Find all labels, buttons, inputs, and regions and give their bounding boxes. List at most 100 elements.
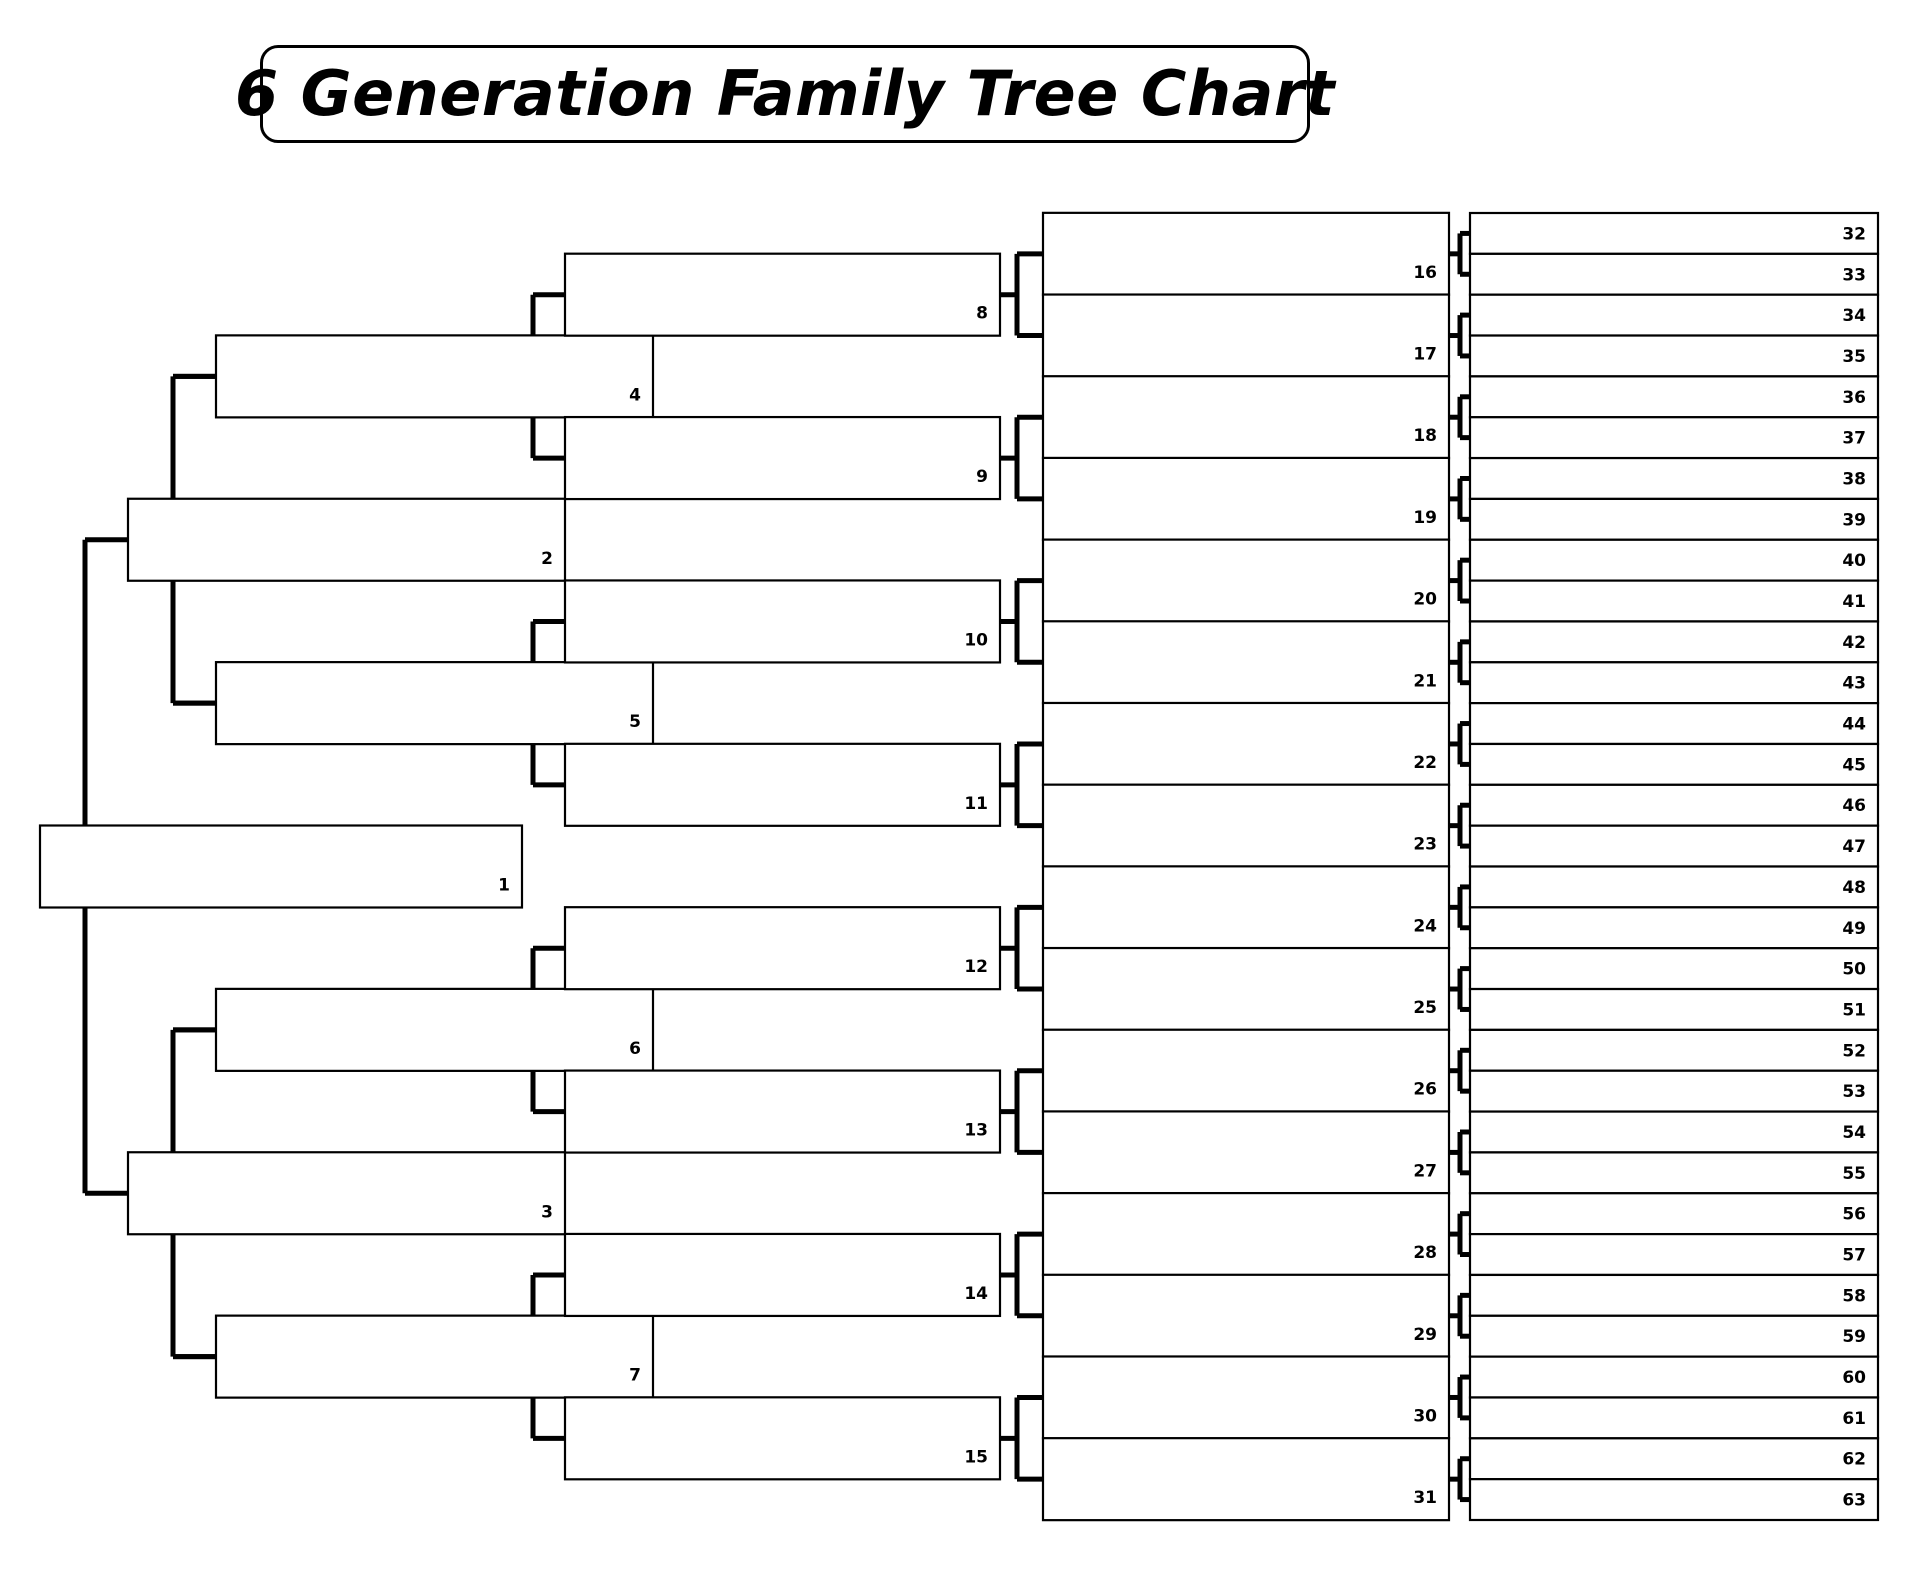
- ancestor-box-number-25: 25: [1413, 998, 1437, 1018]
- ancestor-box-56[interactable]: [1468, 1192, 1880, 1236]
- ancestor-box-2[interactable]: [126, 497, 567, 582]
- ancestor-boxes: 1234567891011121314151617181920212223242…: [38, 211, 1880, 1522]
- ancestor-box-16[interactable]: [1041, 211, 1451, 296]
- ancestor-box-49[interactable]: [1468, 906, 1880, 950]
- ancestor-box-number-15: 15: [964, 1447, 988, 1467]
- ancestor-box-43[interactable]: [1468, 661, 1880, 705]
- ancestor-box-number-58: 58: [1842, 1286, 1866, 1306]
- ancestor-box-45[interactable]: [1468, 742, 1880, 786]
- ancestor-box-20[interactable]: [1041, 538, 1451, 623]
- ancestor-box-34[interactable]: [1468, 293, 1880, 337]
- ancestor-box-46[interactable]: [1468, 783, 1880, 827]
- ancestor-box-29[interactable]: [1041, 1273, 1451, 1358]
- ancestor-box-26[interactable]: [1041, 1028, 1451, 1113]
- ancestor-box-33[interactable]: [1468, 252, 1880, 296]
- ancestor-box-number-14: 14: [964, 1284, 988, 1304]
- ancestor-box-number-1: 1: [498, 876, 510, 896]
- ancestor-box-number-4: 4: [629, 385, 641, 405]
- ancestor-box-22[interactable]: [1041, 701, 1451, 787]
- ancestor-box-number-59: 59: [1842, 1327, 1866, 1347]
- ancestor-box-5[interactable]: [214, 661, 655, 746]
- ancestor-box-number-9: 9: [976, 467, 988, 487]
- ancestor-box-30[interactable]: [1041, 1355, 1451, 1440]
- ancestor-box-19[interactable]: [1041, 456, 1451, 542]
- ancestor-box-38[interactable]: [1468, 456, 1880, 501]
- page-title: 6 Generation Family Tree Chart: [234, 57, 1336, 130]
- ancestor-box-17[interactable]: [1041, 293, 1451, 378]
- ancestor-box-number-57: 57: [1842, 1246, 1866, 1266]
- ancestor-box-25[interactable]: [1041, 946, 1451, 1032]
- ancestor-box-51[interactable]: [1468, 987, 1880, 1031]
- ancestor-box-52[interactable]: [1468, 1028, 1880, 1072]
- ancestor-box-11[interactable]: [563, 742, 1002, 827]
- ancestor-box-31[interactable]: [1041, 1437, 1451, 1522]
- ancestor-box-18[interactable]: [1041, 375, 1451, 460]
- ancestor-box-number-48: 48: [1842, 878, 1866, 898]
- ancestor-box-24[interactable]: [1041, 865, 1451, 950]
- ancestor-box-50[interactable]: [1468, 947, 1880, 991]
- ancestor-box-12[interactable]: [563, 906, 1002, 991]
- ancestor-box-37[interactable]: [1468, 416, 1880, 460]
- ancestor-box-62[interactable]: [1468, 1437, 1880, 1481]
- chart-title-box: 6 Generation Family Tree Chart: [235, 45, 1335, 143]
- ancestor-box-number-61: 61: [1842, 1409, 1866, 1429]
- ancestor-box-number-43: 43: [1842, 674, 1866, 694]
- ancestor-box-7[interactable]: [214, 1314, 655, 1399]
- ancestor-box-number-12: 12: [964, 957, 988, 977]
- ancestor-box-42[interactable]: [1468, 620, 1880, 664]
- ancestor-box-number-5: 5: [629, 712, 641, 732]
- ancestor-box-48[interactable]: [1468, 865, 1880, 909]
- ancestor-box-47[interactable]: [1468, 824, 1880, 868]
- ancestor-box-3[interactable]: [126, 1151, 567, 1236]
- ancestor-box-number-2: 2: [541, 549, 553, 569]
- ancestor-box-number-46: 46: [1842, 796, 1866, 816]
- ancestor-box-number-30: 30: [1413, 1406, 1437, 1426]
- ancestor-box-number-7: 7: [629, 1366, 641, 1386]
- ancestor-box-60[interactable]: [1468, 1355, 1880, 1399]
- ancestor-box-number-54: 54: [1842, 1123, 1866, 1143]
- ancestor-box-40[interactable]: [1468, 538, 1880, 582]
- ancestor-box-number-34: 34: [1842, 306, 1866, 326]
- ancestor-box-35[interactable]: [1468, 334, 1880, 378]
- ancestor-box-36[interactable]: [1468, 375, 1880, 419]
- ancestor-box-14[interactable]: [563, 1232, 1002, 1318]
- ancestor-box-number-56: 56: [1842, 1205, 1866, 1225]
- ancestor-box-55[interactable]: [1468, 1151, 1880, 1195]
- ancestor-box-number-53: 53: [1842, 1082, 1866, 1102]
- ancestor-box-9[interactable]: [563, 415, 1002, 501]
- ancestor-box-number-16: 16: [1413, 263, 1437, 283]
- ancestor-box-1[interactable]: [38, 824, 524, 909]
- ancestor-box-number-19: 19: [1413, 508, 1437, 528]
- ancestor-box-41[interactable]: [1468, 579, 1880, 623]
- ancestor-box-number-22: 22: [1413, 753, 1437, 773]
- ancestor-box-8[interactable]: [563, 252, 1002, 337]
- ancestor-box-58[interactable]: [1468, 1273, 1880, 1317]
- ancestor-box-number-49: 49: [1842, 919, 1866, 939]
- ancestor-box-number-37: 37: [1842, 429, 1866, 449]
- ancestor-box-number-6: 6: [629, 1039, 641, 1059]
- ancestor-box-10[interactable]: [563, 579, 1002, 664]
- ancestor-box-number-17: 17: [1413, 345, 1437, 365]
- ancestor-box-15[interactable]: [563, 1396, 1002, 1481]
- ancestor-box-4[interactable]: [214, 334, 655, 419]
- ancestor-box-28[interactable]: [1041, 1191, 1451, 1277]
- ancestor-box-number-18: 18: [1413, 426, 1437, 446]
- ancestor-box-61[interactable]: [1468, 1396, 1880, 1440]
- ancestor-box-21[interactable]: [1041, 620, 1451, 705]
- ancestor-box-39[interactable]: [1468, 497, 1880, 541]
- ancestor-box-27[interactable]: [1041, 1110, 1451, 1195]
- ancestor-box-59[interactable]: [1468, 1314, 1880, 1358]
- ancestor-box-6[interactable]: [214, 987, 655, 1072]
- ancestor-box-32[interactable]: [1468, 211, 1880, 255]
- ancestor-box-44[interactable]: [1468, 702, 1880, 746]
- ancestor-box-53[interactable]: [1468, 1069, 1880, 1113]
- ancestor-box-57[interactable]: [1468, 1232, 1880, 1277]
- ancestor-box-23[interactable]: [1041, 783, 1451, 868]
- ancestor-box-13[interactable]: [563, 1069, 1002, 1154]
- ancestor-box-63[interactable]: [1468, 1478, 1880, 1522]
- ancestor-box-54[interactable]: [1468, 1110, 1880, 1154]
- ancestor-box-number-35: 35: [1842, 347, 1866, 367]
- ancestor-box-number-39: 39: [1842, 510, 1866, 530]
